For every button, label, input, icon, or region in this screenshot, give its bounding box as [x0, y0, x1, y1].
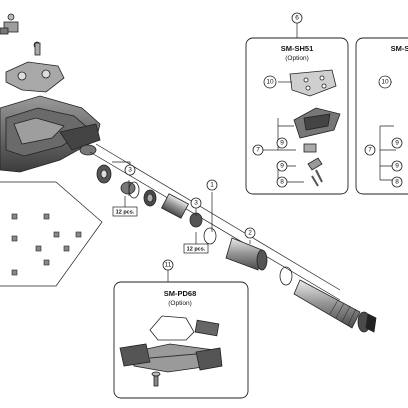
- svg-text:7: 7: [368, 147, 372, 154]
- pd68-title: SM-PD68: [164, 289, 197, 298]
- callout-right-9a: 9: [391, 137, 403, 149]
- callout-3-upper: 3: [124, 164, 136, 176]
- svg-text:1: 1: [210, 182, 214, 189]
- svg-text:9: 9: [280, 140, 284, 147]
- pedal-body: [0, 13, 101, 173]
- svg-text:8: 8: [280, 179, 284, 186]
- callout-6: 6: [291, 12, 303, 24]
- svg-text:6: 6: [295, 15, 299, 22]
- callout-1: 1: [206, 179, 218, 191]
- callout-right-7: 7: [364, 144, 376, 156]
- callout-8: 8: [276, 176, 288, 188]
- sh51-title: SM-SH51: [281, 44, 314, 53]
- svg-text:10: 10: [266, 79, 274, 86]
- right-kit-title: SM-S: [391, 44, 408, 53]
- callout-7: 7: [252, 144, 264, 156]
- qty-tag-1: 12 pcs.: [112, 206, 138, 217]
- sm-s-kit: SM-S: [355, 37, 408, 195]
- axle-assembly: [89, 143, 377, 333]
- qty-tag-2: 12 pcs.: [183, 243, 209, 254]
- sh51-subtitle: (Option): [285, 55, 308, 62]
- callout-9: 9: [276, 137, 288, 149]
- svg-text:12 pcs.: 12 pcs.: [187, 247, 206, 253]
- svg-text:11: 11: [165, 262, 172, 269]
- svg-text:2: 2: [248, 230, 252, 237]
- body-bolt-panel: [0, 181, 103, 287]
- callout-11: 11: [162, 259, 174, 271]
- callout-10: 10: [263, 75, 277, 89]
- callout-9-lower: 9: [276, 160, 288, 172]
- svg-text:3: 3: [194, 200, 198, 207]
- callout-right-9b: 9: [391, 160, 403, 172]
- callout-2: 2: [244, 227, 256, 239]
- sm-pd68-kit: SM-PD68 (Option): [113, 281, 249, 399]
- svg-text:7: 7: [256, 147, 260, 154]
- callout-3-lower: 3: [190, 197, 202, 209]
- svg-text:9: 9: [395, 140, 399, 147]
- callout-right-8: 8: [391, 176, 403, 188]
- svg-text:8: 8: [395, 179, 399, 186]
- svg-text:9: 9: [280, 163, 284, 170]
- svg-text:10: 10: [381, 79, 389, 86]
- svg-text:9: 9: [395, 163, 399, 170]
- pd68-subtitle: (Option): [168, 300, 191, 307]
- callout-right-10: 10: [378, 75, 392, 89]
- svg-text:12 pcs.: 12 pcs.: [116, 210, 135, 216]
- sm-sh51-kit: SM-SH51 (Option): [245, 37, 349, 195]
- svg-text:3: 3: [128, 167, 132, 174]
- callouts: 1 2 3 3 6 10 7 9: [112, 12, 403, 271]
